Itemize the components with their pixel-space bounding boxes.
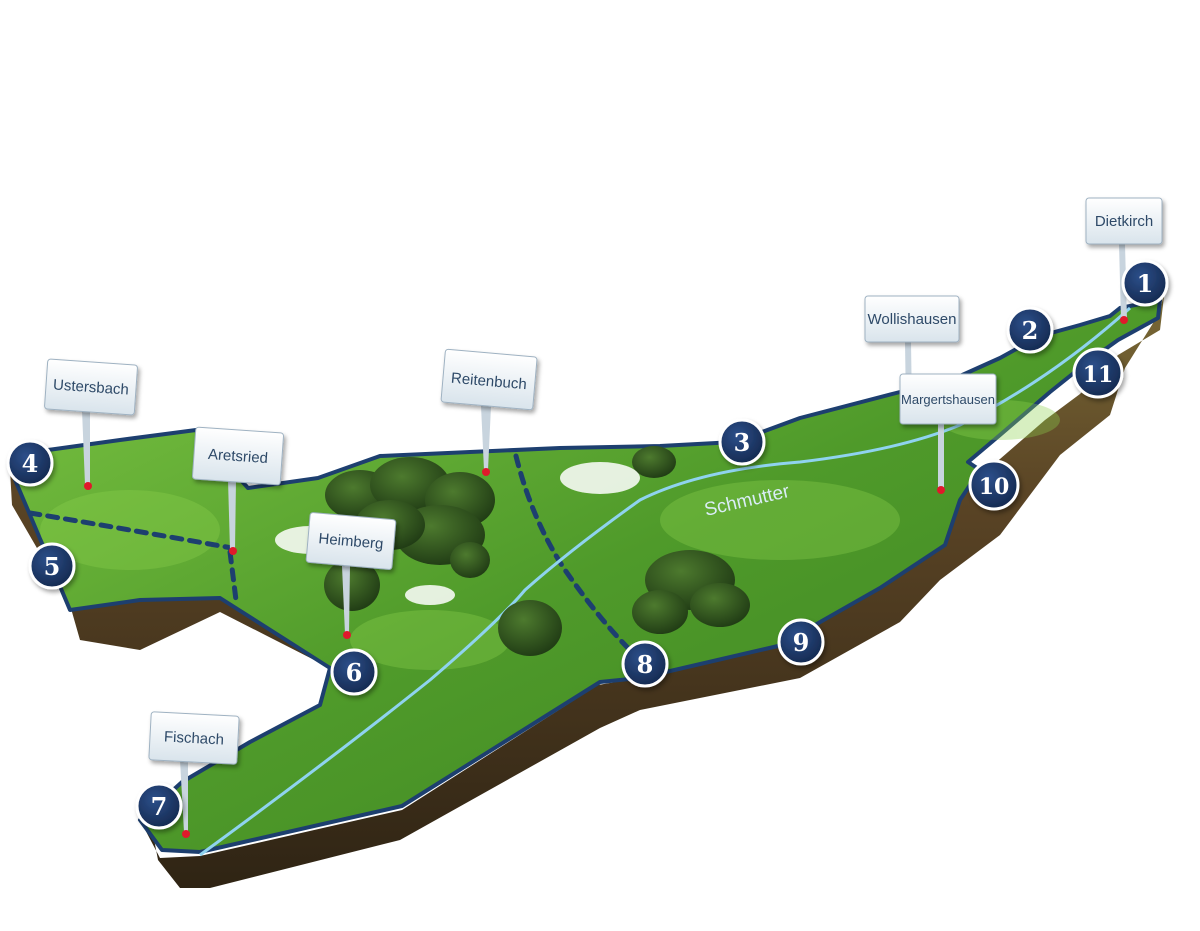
marker-3-label: 3 (734, 428, 751, 457)
sign-reitenbuch-label: Reitenbuch (450, 370, 527, 394)
marker-11-label: 11 (1083, 362, 1114, 388)
river-schmutter (199, 306, 1132, 857)
pin-ustersbach[interactable] (82, 410, 92, 490)
sign-aretsried[interactable]: Aretsried (191, 426, 285, 486)
marker-5-label: 5 (44, 552, 61, 581)
marker-10-label: 10 (979, 474, 1010, 500)
pin-fischach[interactable] (180, 760, 190, 838)
marker-2[interactable]: 2 (1006, 306, 1054, 354)
marker-7-label: 7 (151, 792, 168, 821)
pin-margertshausen[interactable] (937, 424, 945, 494)
sign-margertshausen-label: Margertshausen (901, 392, 995, 407)
pin-heimberg[interactable] (342, 566, 351, 639)
sign-wollishausen[interactable]: Wollishausen (864, 295, 960, 343)
sign-ustersbach[interactable]: Ustersbach (44, 358, 138, 416)
marker-8[interactable]: 8 (621, 640, 669, 688)
marker-4-label: 4 (22, 449, 39, 478)
marker-7[interactable]: 7 (135, 782, 183, 830)
forest-clusters (324, 446, 750, 656)
marker-10[interactable]: 10 (968, 459, 1020, 511)
marker-4[interactable]: 4 (6, 439, 54, 487)
sign-margertshausen[interactable]: Margertshausen (899, 373, 997, 425)
numbered-markers: 1 2 3 4 5 6 7 8 (6, 259, 1169, 830)
clouds (275, 383, 860, 605)
sign-heimberg-label: Heimberg (318, 530, 384, 553)
district-boundaries (27, 453, 633, 653)
sign-fischach[interactable]: Fischach (148, 711, 240, 765)
marker-6-label: 6 (346, 658, 363, 687)
sign-aretsried-label: Aretsried (207, 446, 268, 467)
marker-8-label: 8 (637, 650, 654, 679)
sign-wollishausen-label: Wollishausen (868, 311, 957, 328)
marker-6[interactable]: 6 (330, 648, 378, 696)
sign-dietkirch-label: Dietkirch (1095, 213, 1153, 230)
pin-reitenbuch[interactable] (481, 406, 491, 476)
marker-5[interactable]: 5 (28, 542, 76, 590)
marker-9-label: 9 (793, 628, 810, 657)
marker-11[interactable]: 11 (1072, 347, 1124, 399)
marker-3[interactable]: 3 (718, 418, 766, 466)
grass-highlights (40, 400, 1060, 670)
marker-1[interactable]: 1 (1121, 259, 1169, 307)
sign-reitenbuch[interactable]: Reitenbuch (440, 348, 538, 411)
sign-fischach-label: Fischach (164, 728, 225, 748)
pin-aretsried[interactable] (228, 480, 237, 555)
sign-heimberg[interactable]: Heimberg (305, 512, 397, 570)
place-signs: Dietkirch Wollishausen Margertshausen Re… (44, 197, 1163, 765)
marker-1-label: 1 (1137, 269, 1154, 298)
marker-2-label: 2 (1022, 316, 1039, 345)
marker-9[interactable]: 9 (777, 618, 825, 666)
sign-ustersbach-label: Ustersbach (53, 376, 130, 398)
sign-dietkirch[interactable]: Dietkirch (1085, 197, 1163, 245)
